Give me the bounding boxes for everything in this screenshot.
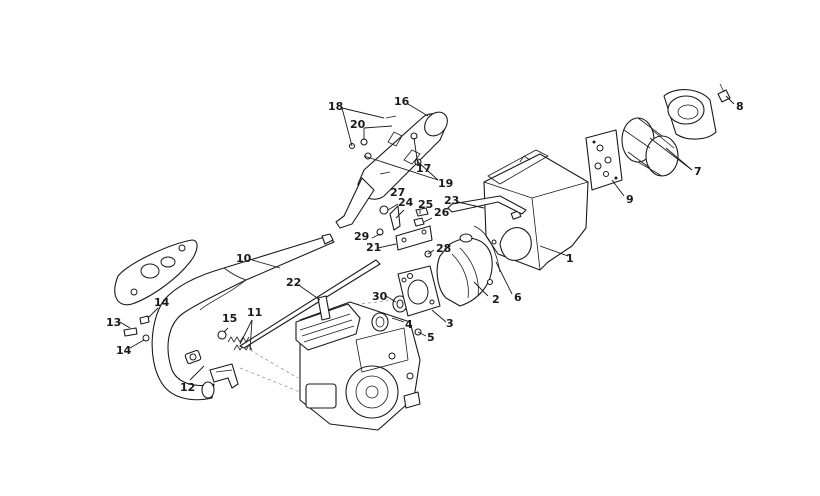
callout-13: 13 xyxy=(106,316,121,329)
callout-3: 3 xyxy=(446,317,454,330)
callout-14-top: 14 xyxy=(154,296,170,309)
filter-gasket-plate xyxy=(585,129,623,191)
callout-11: 11 xyxy=(247,306,262,319)
callout-20: 20 xyxy=(350,118,366,131)
exhaust-flange-gasket xyxy=(114,239,198,306)
callout-22: 22 xyxy=(286,276,301,289)
callout-16: 16 xyxy=(394,95,410,108)
bolts-14 xyxy=(123,315,150,342)
callout-24: 24 xyxy=(398,196,414,209)
callout-21: 21 xyxy=(366,241,381,254)
silencer-hardware xyxy=(348,115,422,175)
callout-28: 28 xyxy=(436,242,451,255)
callout-23: 23 xyxy=(444,194,459,207)
callout-14-bottom: 14 xyxy=(116,344,132,357)
callout-18: 18 xyxy=(328,100,343,113)
exhaust-bracket xyxy=(184,349,239,389)
callout-5: 5 xyxy=(427,331,435,344)
callout-6: 6 xyxy=(514,291,522,304)
callout-10: 10 xyxy=(236,252,252,265)
exhaust-pipe xyxy=(151,233,335,401)
cable-22 xyxy=(239,259,381,349)
air-filter-element xyxy=(663,89,717,140)
hose-6 xyxy=(473,225,501,273)
callout-4: 4 xyxy=(405,318,413,331)
silencer xyxy=(335,111,448,229)
leader-lines xyxy=(119,95,735,381)
callout-1: 1 xyxy=(566,252,574,265)
callout-25: 25 xyxy=(418,198,433,211)
callout-9: 9 xyxy=(626,193,634,206)
filter-cage xyxy=(621,117,679,177)
callout-17: 17 xyxy=(416,162,431,175)
nut-15 xyxy=(217,330,227,340)
callout-27: 27 xyxy=(390,186,405,199)
callout-12: 12 xyxy=(180,381,195,394)
callout-29: 29 xyxy=(354,230,369,243)
callout-labels: 1 2 3 4 5 6 7 8 9 10 11 12 13 14 14 15 1… xyxy=(106,95,744,394)
callout-15: 15 xyxy=(222,312,237,325)
callout-26: 26 xyxy=(434,206,450,219)
callout-19: 19 xyxy=(438,177,453,190)
callout-2: 2 xyxy=(492,293,500,306)
airbox xyxy=(483,149,589,271)
screw-8 xyxy=(717,83,731,103)
callout-30: 30 xyxy=(372,290,388,303)
engine xyxy=(295,295,421,431)
mounting-brackets xyxy=(376,205,494,286)
intake-boot xyxy=(436,233,493,307)
callout-8: 8 xyxy=(736,100,744,113)
intake-seals xyxy=(371,295,422,336)
callout-7: 7 xyxy=(694,165,702,178)
